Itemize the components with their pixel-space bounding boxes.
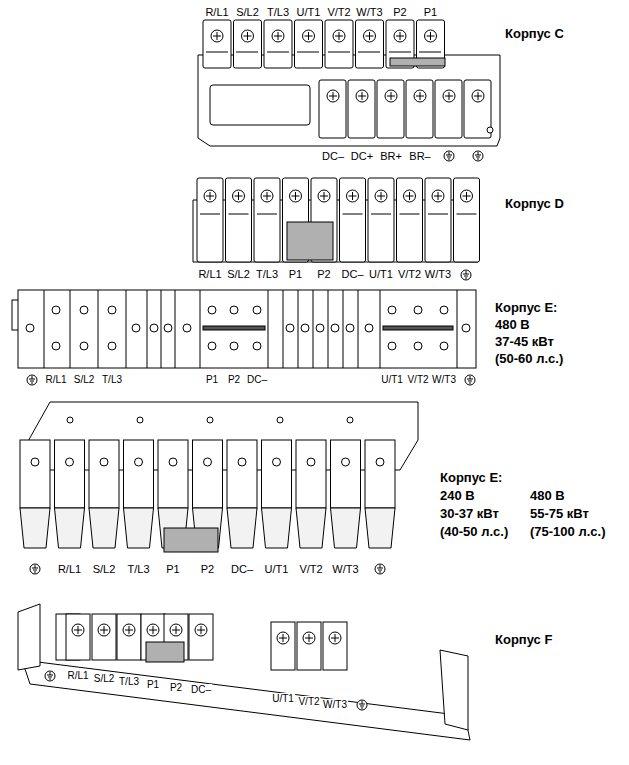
frame-e-open-block (20, 402, 418, 574)
terminal-label: T/L3 (101, 374, 123, 386)
terminal-label: P1 (205, 374, 219, 386)
terminal-label: BR– (408, 150, 431, 163)
terminal-label: P2 (200, 563, 215, 576)
terminal-label: U/T1 (271, 693, 295, 705)
terminal-label: V/T2 (397, 268, 422, 281)
terminal-label: S/L2 (73, 374, 96, 386)
terminal-label: T/L3 (126, 563, 150, 576)
frame-caption: (40-50 л.с.) (440, 524, 508, 540)
terminal-label: DC+ (350, 150, 374, 163)
frame-caption: 30-37 кВт (440, 506, 499, 522)
frame-caption: Корпус E: (495, 300, 557, 316)
terminal-label: S/L2 (93, 673, 116, 685)
terminal-label: U/T1 (368, 268, 394, 281)
frame-caption: (50-60 л.с.) (495, 351, 563, 367)
terminal-label: V/T2 (298, 563, 323, 576)
frame-caption: (75-100 л.с.) (530, 524, 605, 540)
terminal-label: DC– (190, 684, 212, 696)
terminal-label: P1 (423, 6, 438, 19)
terminal-label: W/T3 (331, 563, 359, 576)
terminal-label: BR+ (379, 150, 403, 163)
terminal-label: W/T3 (431, 374, 457, 386)
terminal-label: DC– (230, 563, 254, 576)
terminal-label: T/L3 (255, 268, 279, 281)
terminal-label: R/L1 (57, 563, 82, 576)
terminal-label: W/T3 (355, 6, 383, 19)
terminal-label: R/L1 (44, 374, 67, 386)
terminal-label: P2 (316, 268, 331, 281)
frame-caption: Корпус E: (440, 470, 502, 486)
frame-caption: 480 В (495, 317, 530, 333)
frame-caption: 480 В (530, 488, 565, 504)
terminal-label: S/L2 (235, 6, 260, 19)
frame-caption: Корпус F (495, 632, 552, 648)
terminal-label: V/T2 (406, 374, 429, 386)
terminal-label: T/L3 (118, 676, 140, 688)
frame-caption: 37-45 кВт (495, 334, 554, 350)
terminal-label: R/L1 (66, 670, 89, 682)
terminal-label: DC– (340, 268, 364, 281)
terminal-label: P1 (146, 679, 160, 691)
terminal-label: V/T2 (326, 6, 351, 19)
frame-f-block (18, 604, 470, 740)
terminal-label: V/T2 (297, 696, 320, 708)
terminal-label: P2 (227, 374, 241, 386)
terminal-label: DC– (321, 150, 345, 163)
frame-e-rail-block (12, 290, 476, 385)
terminal-label: P2 (392, 6, 407, 19)
frame-caption: Корпус D (505, 196, 564, 212)
terminal-label: W/T3 (322, 699, 348, 711)
terminal-label: P1 (288, 268, 303, 281)
frame-caption: Корпус C (505, 26, 564, 42)
frame-d-block (193, 178, 480, 280)
terminal-label: R/L1 (204, 6, 229, 19)
terminal-label: R/L1 (197, 268, 222, 281)
frame-caption: 240 В (440, 488, 475, 504)
terminal-label: S/L2 (226, 268, 251, 281)
terminal-label: U/T1 (380, 374, 404, 386)
terminal-label: T/L3 (266, 6, 290, 19)
terminal-label: DC– (246, 374, 268, 386)
terminal-label: U/T1 (296, 6, 322, 19)
frame-c-block (198, 20, 500, 161)
frame-caption: 55-75 кВт (530, 506, 589, 522)
terminal-label: U/T1 (264, 563, 290, 576)
terminal-label: W/T3 (424, 268, 452, 281)
terminal-label: P2 (169, 682, 183, 694)
terminal-label: S/L2 (92, 563, 117, 576)
terminal-label: P1 (165, 563, 180, 576)
